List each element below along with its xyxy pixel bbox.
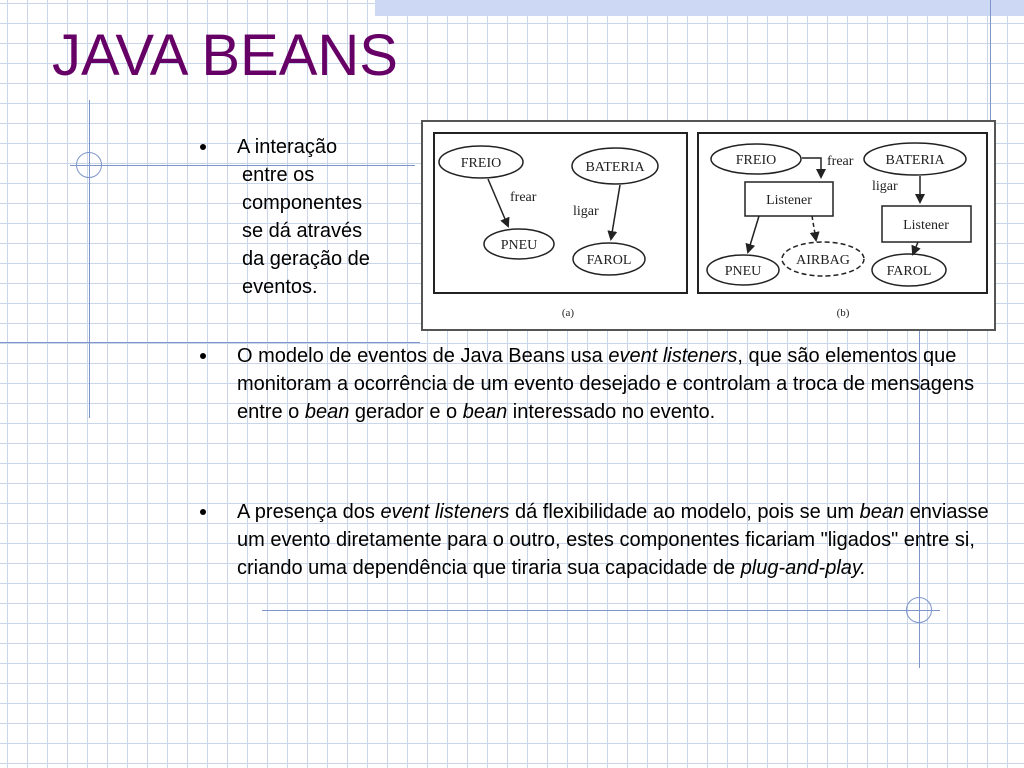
event-model-figure: FREIO BATERIA frear PNEU ligar FAROL (a)…: [421, 120, 996, 331]
node-pneu-b-label: PNEU: [725, 264, 762, 279]
bullet1-line: se dá através: [242, 220, 363, 242]
node-listener-1-label: Listener: [766, 193, 812, 208]
bullet2-text: interessado no evento.: [507, 401, 716, 423]
node-pneu-b: [706, 254, 780, 286]
panel-b-frame: [697, 132, 988, 294]
node-bateria-b: [863, 142, 967, 176]
edge-listener-airbag: [809, 215, 820, 242]
caption-b: (b): [837, 307, 850, 319]
bullet-dot: [200, 509, 206, 515]
deco-vline-left: [89, 100, 90, 418]
edge-ligar-b-label: ligar: [872, 179, 898, 194]
bullet1-line: da geração de: [242, 248, 370, 270]
node-pneu-a-label: PNEU: [501, 238, 538, 253]
node-listener-1: [744, 181, 834, 217]
edge-frear-label: frear: [510, 190, 537, 205]
bullet2-emphasis: bean: [462, 401, 508, 423]
bullet-interaction: A interação entre os componentes se dá a…: [200, 133, 412, 301]
bullet2-emphasis: event listeners: [608, 345, 738, 367]
bullet3-emphasis: plug-and-play.: [740, 557, 866, 579]
node-freio-a: [438, 145, 524, 179]
edge-frear-b-label: frear: [827, 154, 854, 169]
bullet1-line: eventos.: [242, 276, 318, 298]
edge-listener-farol: [911, 241, 921, 256]
node-freio-b: [710, 143, 802, 175]
bullet-dot: [200, 144, 206, 150]
deco-vline-topright: [990, 0, 991, 120]
edge-freio-listener: [802, 157, 826, 179]
event-model-diagram: FREIO BATERIA frear PNEU ligar FAROL (a)…: [433, 132, 988, 319]
bullet-flexibility: A presença dos event listeners dá flexib…: [200, 498, 1002, 582]
edge-listener-pneu: [745, 215, 760, 254]
caption-a: (a): [562, 307, 575, 319]
bullet2-emphasis: bean: [304, 401, 350, 423]
node-farol-a: [572, 242, 646, 276]
node-freio-a-label: FREIO: [461, 156, 501, 171]
node-farol-a-label: FAROL: [587, 253, 632, 268]
deco-hline-upper: [70, 165, 415, 166]
node-pneu-a: [483, 228, 555, 260]
node-airbag: [781, 241, 865, 277]
node-bateria-a-label: BATERIA: [585, 160, 645, 175]
top-accent-bar: [375, 0, 1024, 16]
deco-vline-right: [919, 330, 920, 668]
deco-ring-right: [906, 597, 932, 623]
bullet3-emphasis: event listeners: [380, 501, 510, 523]
edge-bateria-farol: [607, 184, 621, 241]
node-farol-b-label: FAROL: [887, 264, 932, 279]
panel-a-frame: [433, 132, 688, 294]
node-listener-2: [881, 205, 972, 243]
bullet3-text: A presença dos: [237, 501, 381, 523]
deco-hline-mid: [0, 342, 420, 343]
bullet2-text: O modelo de eventos de Java Beans usa: [237, 345, 609, 367]
node-bateria-a: [571, 147, 659, 185]
bullet1-line: A interação: [237, 136, 338, 158]
deco-ring-left: [76, 152, 102, 178]
node-freio-b-label: FREIO: [736, 153, 776, 168]
bullet2-text: , que são elementos que monitoram a ocor…: [237, 345, 975, 423]
bullet2-text: gerador e o: [349, 401, 463, 423]
bullet1-line: entre os: [242, 164, 315, 186]
edge-ligar-label: ligar: [573, 204, 599, 219]
node-bateria-b-label: BATERIA: [885, 153, 945, 168]
bullet3-text: dá flexibilidade ao modelo, pois se um: [509, 501, 860, 523]
node-airbag-label: AIRBAG: [796, 253, 850, 268]
bullet3-emphasis: bean: [859, 501, 905, 523]
node-farol-b: [871, 253, 947, 287]
bullet-dot: [200, 353, 206, 359]
slide-title: JAVA BEANS: [52, 23, 398, 88]
bullet3-text: enviasse um evento diretamente para o ou…: [237, 501, 989, 579]
bullet-event-listeners: O modelo de eventos de Java Beans usa ev…: [200, 342, 997, 426]
edge-freio-pneu: [487, 178, 510, 228]
bullet1-line: componentes: [242, 192, 363, 214]
deco-hline-lower: [262, 610, 940, 611]
node-listener-2-label: Listener: [903, 218, 949, 233]
